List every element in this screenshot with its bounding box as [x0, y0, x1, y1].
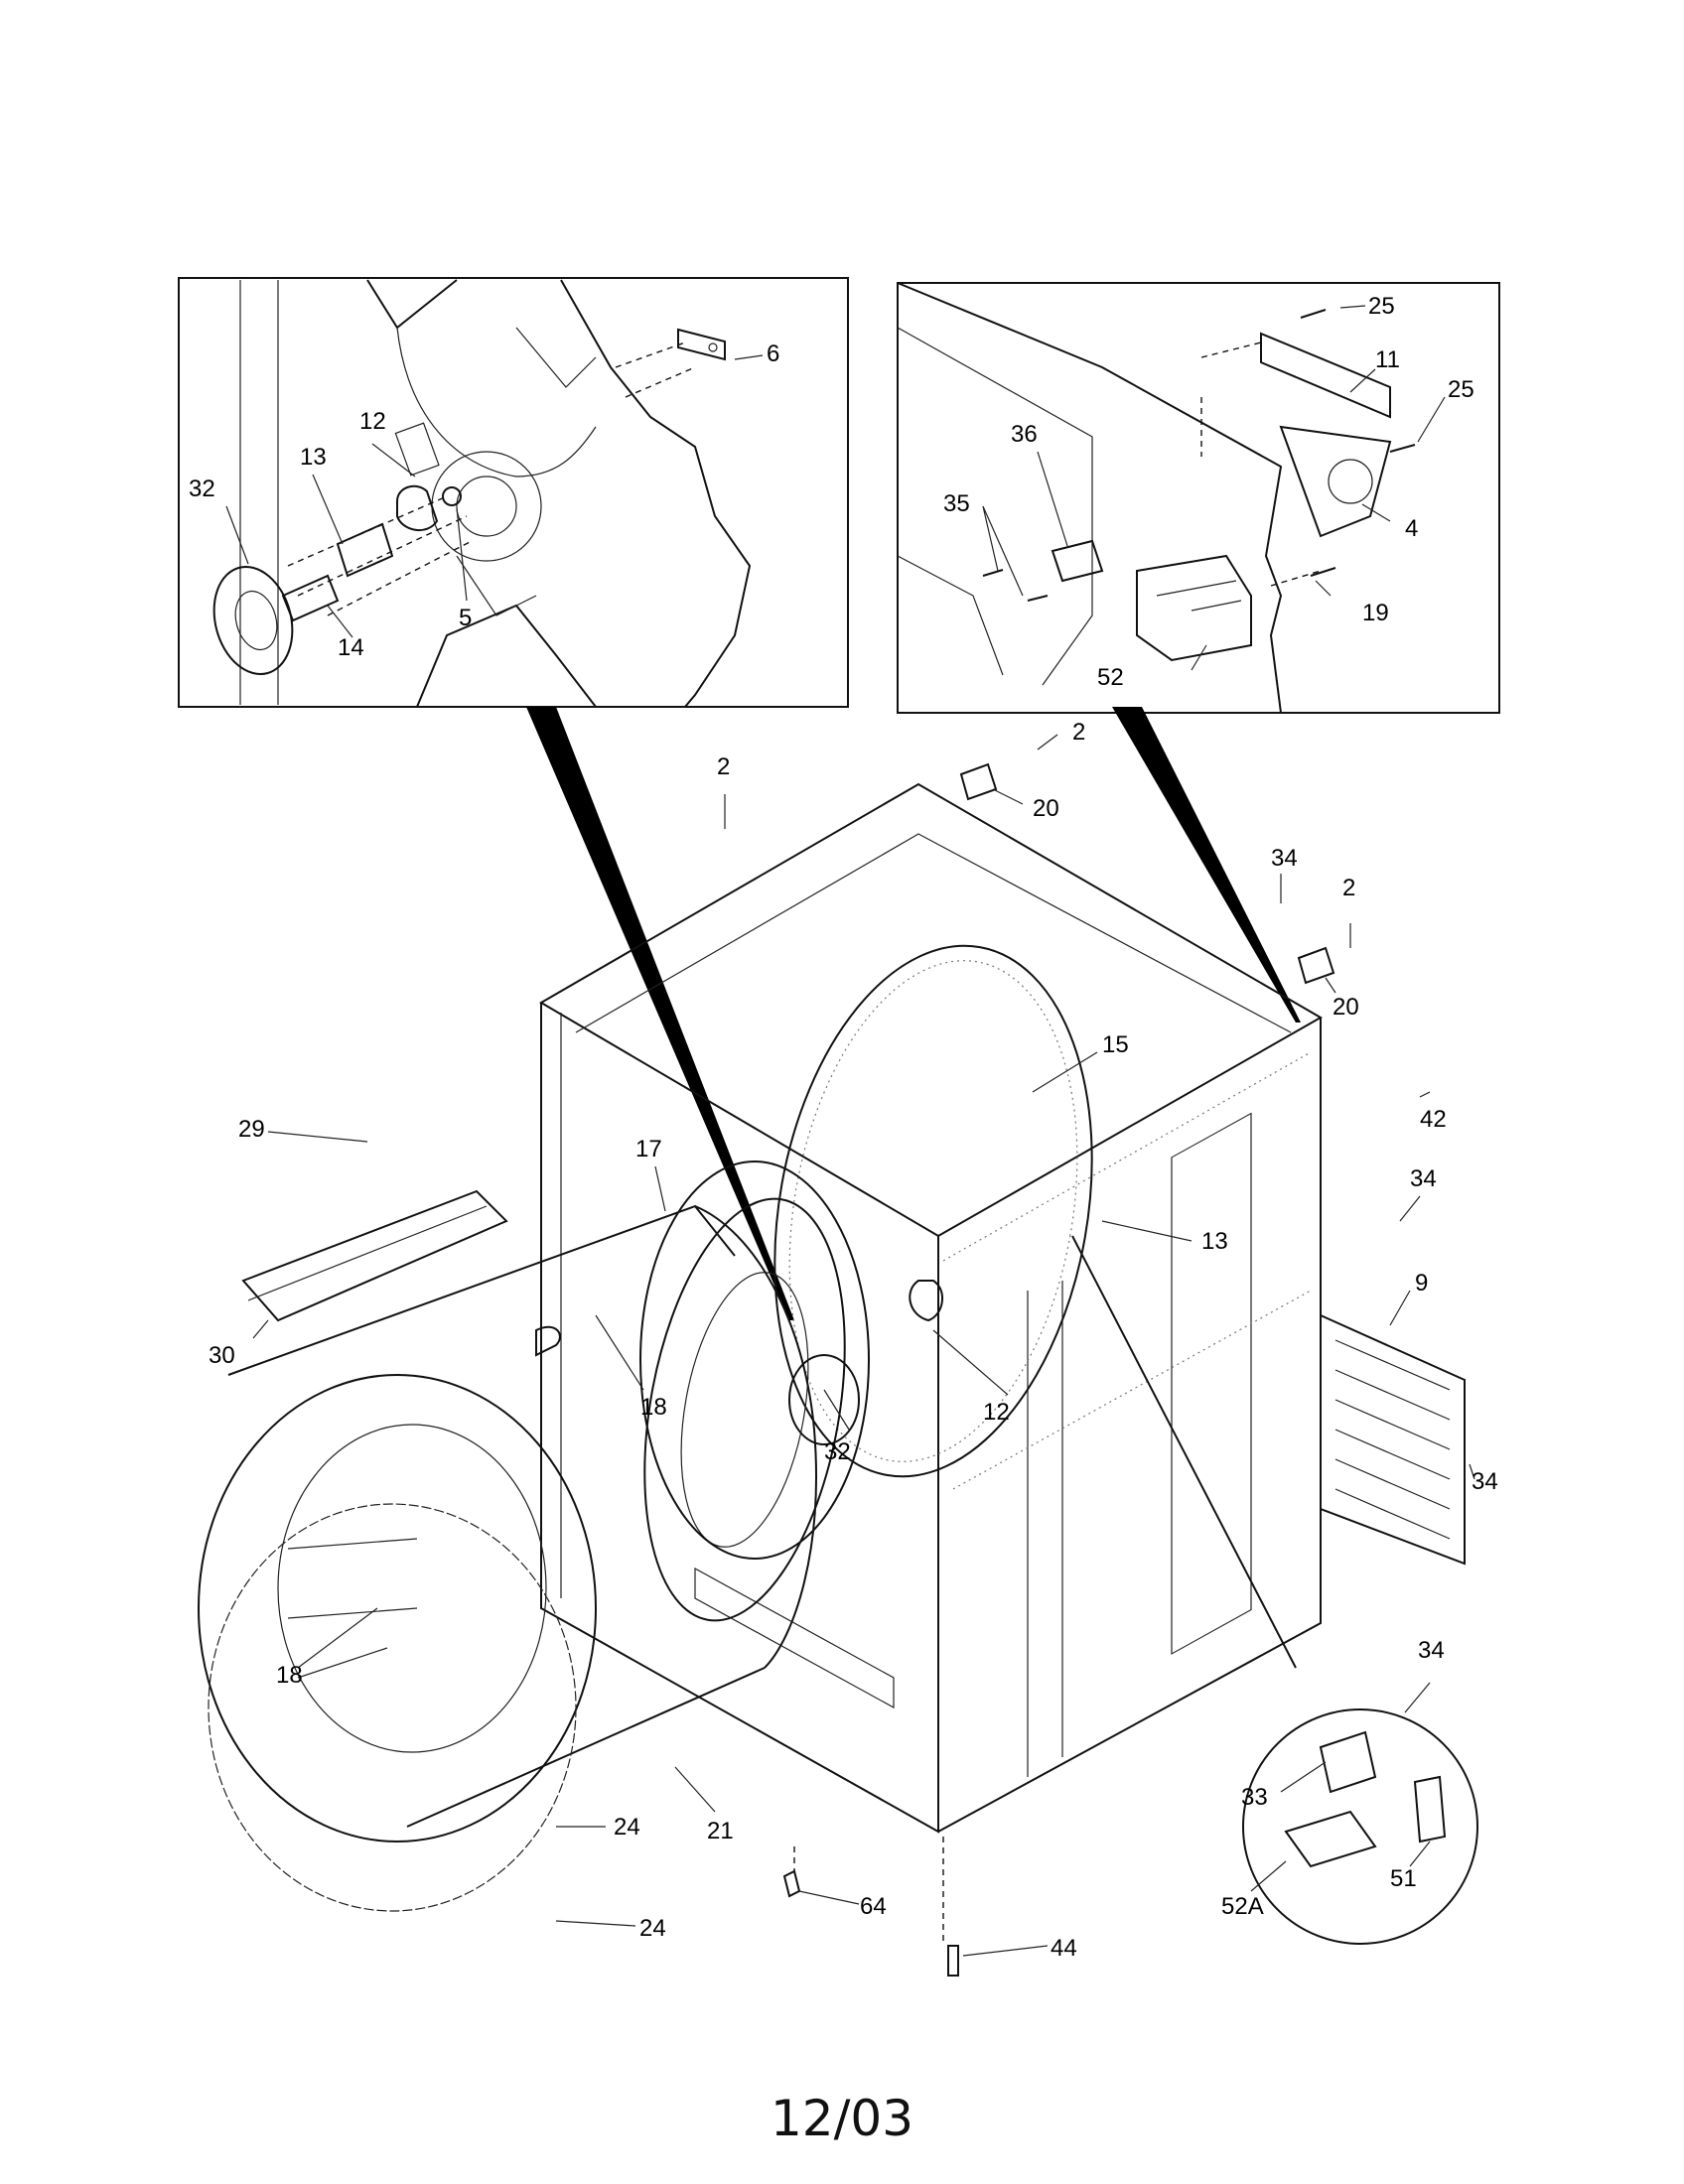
callout-right-7: 52 — [1097, 664, 1124, 691]
leg-44 — [947, 1945, 959, 1977]
callout-main-26: 24 — [639, 1915, 666, 1942]
callout-main-15: 12 — [983, 1399, 1010, 1426]
callout-main-27: 44 — [1051, 1935, 1077, 1962]
plate-52A — [1284, 1810, 1377, 1868]
callout-main-10: 13 — [1201, 1228, 1228, 1255]
callout-main-12: 9 — [1415, 1270, 1428, 1297]
callout-main-25: 64 — [860, 1893, 887, 1920]
bracket-20b — [1297, 946, 1335, 985]
callout-main-1: 2 — [1072, 719, 1085, 746]
bracket-6 — [677, 328, 726, 361]
clip-13 — [336, 522, 394, 578]
callout-main-8: 29 — [238, 1116, 265, 1143]
thermostat-36 — [1051, 539, 1104, 583]
bracket-51 — [1413, 1775, 1447, 1843]
callout-left-3: 32 — [189, 476, 215, 502]
callout-left-4: 14 — [338, 634, 364, 661]
flange-32 — [212, 565, 294, 676]
callout-main-18: 18 — [276, 1662, 303, 1689]
callout-main-20: 33 — [1241, 1784, 1268, 1811]
callout-right-3: 36 — [1011, 421, 1038, 448]
callout-right-2: 25 — [1448, 376, 1474, 403]
callout-main-17: 34 — [1472, 1468, 1498, 1495]
callout-main-3: 34 — [1271, 845, 1298, 872]
bulkhead-17 — [639, 1160, 870, 1560]
callout-left-1: 12 — [359, 408, 386, 435]
callout-right-6: 19 — [1362, 600, 1389, 626]
callout-right-5: 4 — [1405, 515, 1418, 542]
drum-front-opening — [198, 1374, 597, 1843]
pointer-wedge-left — [526, 707, 794, 1320]
leader-lines — [225, 305, 1475, 1957]
callout-main-4: 2 — [1342, 875, 1355, 901]
cabinet — [539, 782, 1324, 1834]
inset-left-frame — [178, 277, 849, 708]
date-code: 12/03 — [770, 2090, 914, 2147]
callout-main-22: 21 — [707, 1818, 734, 1844]
duct-52 — [1136, 554, 1252, 662]
pointer-wedge-right — [1112, 707, 1301, 1023]
drum-21 — [198, 1197, 846, 1912]
bracket-11 — [1260, 332, 1391, 419]
bulkhead-15 — [773, 944, 1093, 1478]
callout-main-23: 51 — [1390, 1865, 1417, 1892]
seal-24 — [208, 1503, 577, 1912]
fuse-33 — [1319, 1730, 1377, 1794]
detail-circle — [1071, 1235, 1478, 1945]
inset-right — [897, 282, 1500, 714]
callout-main-7: 42 — [1420, 1106, 1447, 1133]
inset-right-frame — [897, 282, 1500, 714]
access-panel-9 — [1320, 1313, 1466, 1566]
callout-main-11: 34 — [1410, 1165, 1437, 1192]
ball-5 — [442, 486, 462, 506]
callout-right-0: 25 — [1368, 293, 1395, 320]
inset-left — [178, 277, 849, 708]
callout-main-16: 32 — [824, 1438, 851, 1465]
bearing-flange-32 — [788, 1354, 860, 1445]
callout-main-24: 52A — [1221, 1893, 1264, 1920]
bearing-12 — [396, 484, 439, 531]
shield-4 — [1279, 425, 1392, 538]
callout-main-14: 18 — [640, 1394, 667, 1421]
callout-right-1: 11 — [1375, 346, 1400, 373]
callout-main-6: 15 — [1102, 1031, 1129, 1058]
callout-left-5: 5 — [459, 605, 472, 631]
baffle-30 — [241, 1189, 508, 1322]
callout-right-4: 35 — [943, 490, 970, 517]
clip-64 — [782, 1869, 801, 1898]
callout-main-5: 20 — [1333, 994, 1359, 1021]
bracket-20a — [959, 762, 998, 801]
callout-main-13: 30 — [209, 1342, 235, 1369]
callout-main-0: 2 — [717, 753, 730, 780]
callout-main-21: 24 — [614, 1814, 640, 1841]
callout-left-2: 13 — [300, 444, 327, 471]
callout-main-19: 34 — [1418, 1637, 1445, 1664]
callout-main-2: 20 — [1033, 795, 1059, 822]
callout-left-0: 6 — [767, 341, 779, 367]
callout-main-9: 17 — [635, 1136, 662, 1162]
